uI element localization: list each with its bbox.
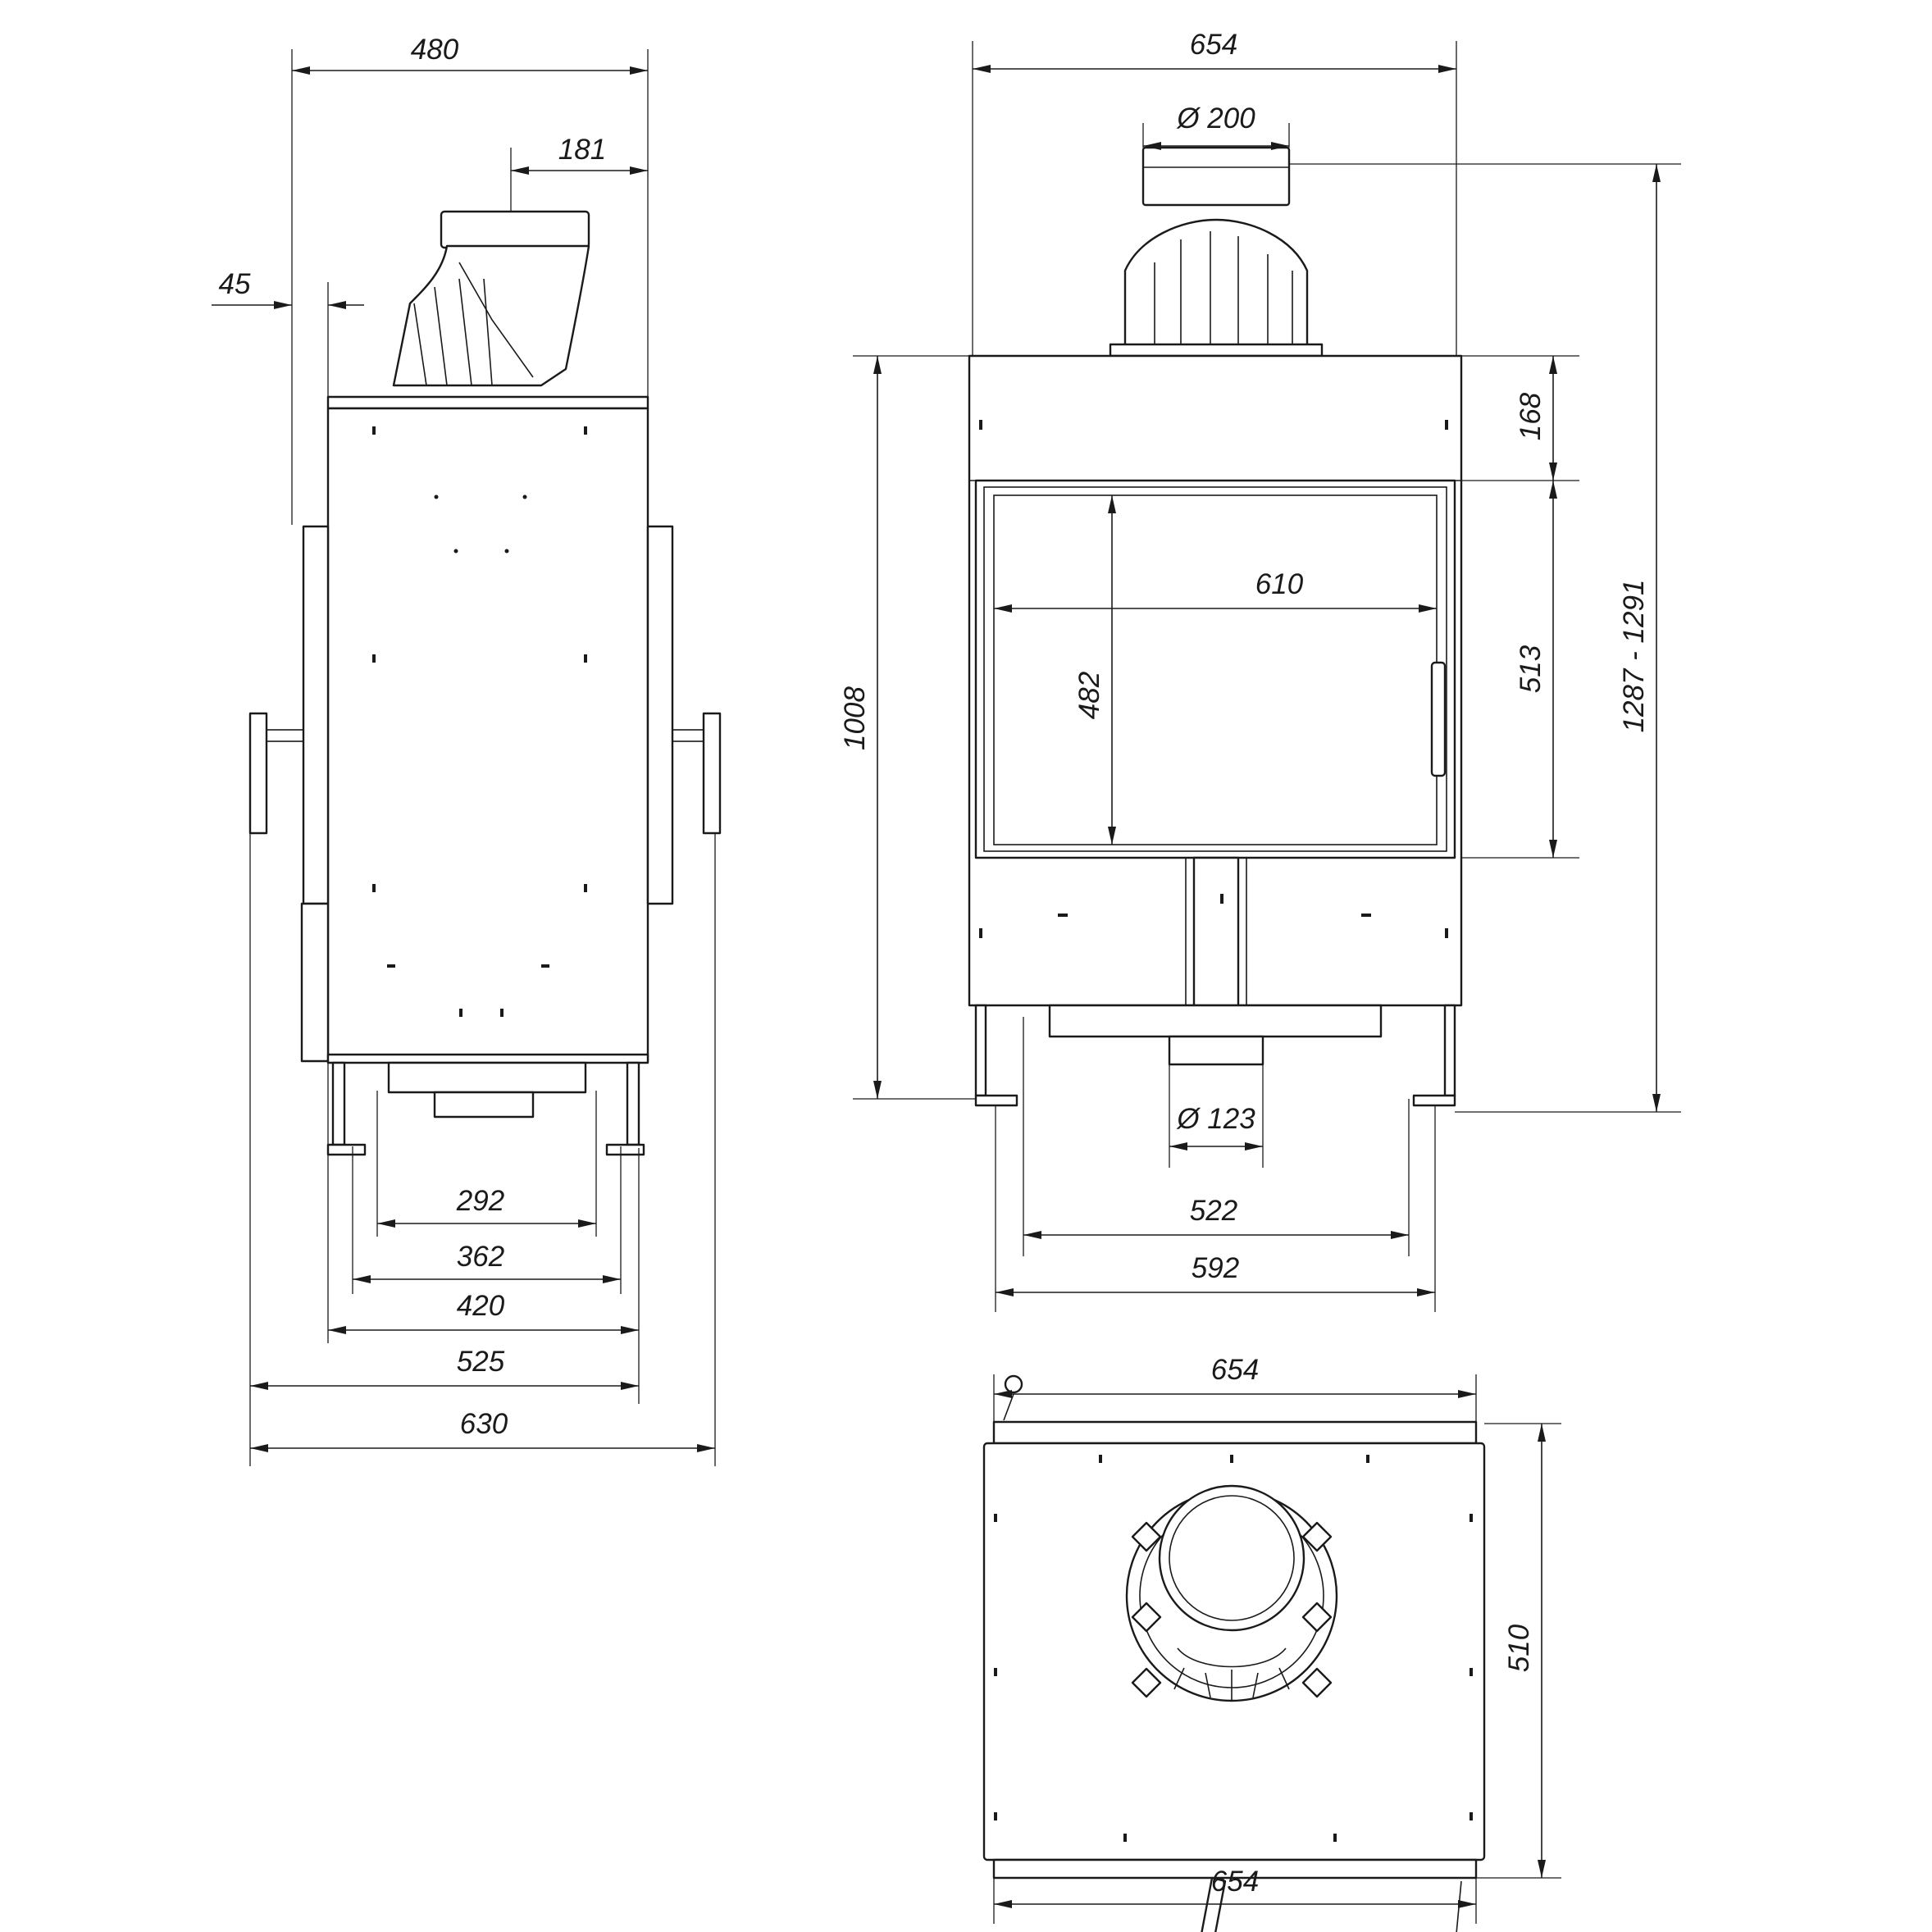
top-view: 654 510 654 [982, 1354, 1561, 1932]
dim-total-height: 1287 - 1291 [1618, 580, 1650, 733]
dim-592: 592 [1192, 1252, 1239, 1284]
dim-168: 168 [1515, 392, 1547, 440]
dim-630: 630 [460, 1408, 508, 1440]
dim-420: 420 [457, 1290, 505, 1322]
dim-510: 510 [1503, 1624, 1535, 1672]
dim-513: 513 [1515, 645, 1547, 693]
dim-654-front: 654 [1190, 29, 1237, 61]
front-view: 654 Ø 200 1287 - 1291 168 513 [839, 29, 1681, 1312]
dim-480: 480 [411, 34, 459, 66]
dim-362: 362 [457, 1241, 504, 1273]
dim-482: 482 [1073, 672, 1105, 719]
dim-flue-diameter: Ø 200 [1176, 103, 1255, 134]
dim-654-bottom: 654 [1211, 1866, 1259, 1898]
dim-1008: 1008 [839, 686, 871, 750]
dim-654-top: 654 [1211, 1354, 1259, 1386]
dim-522: 522 [1190, 1195, 1237, 1227]
dim-610: 610 [1255, 568, 1304, 600]
dim-inlet-diameter: Ø 123 [1176, 1103, 1255, 1135]
dim-45: 45 [219, 268, 251, 300]
dim-181: 181 [558, 134, 606, 166]
side-view: 480 181 45 292 362 [212, 34, 722, 1466]
dim-525: 525 [457, 1346, 505, 1378]
dim-292: 292 [456, 1185, 504, 1217]
